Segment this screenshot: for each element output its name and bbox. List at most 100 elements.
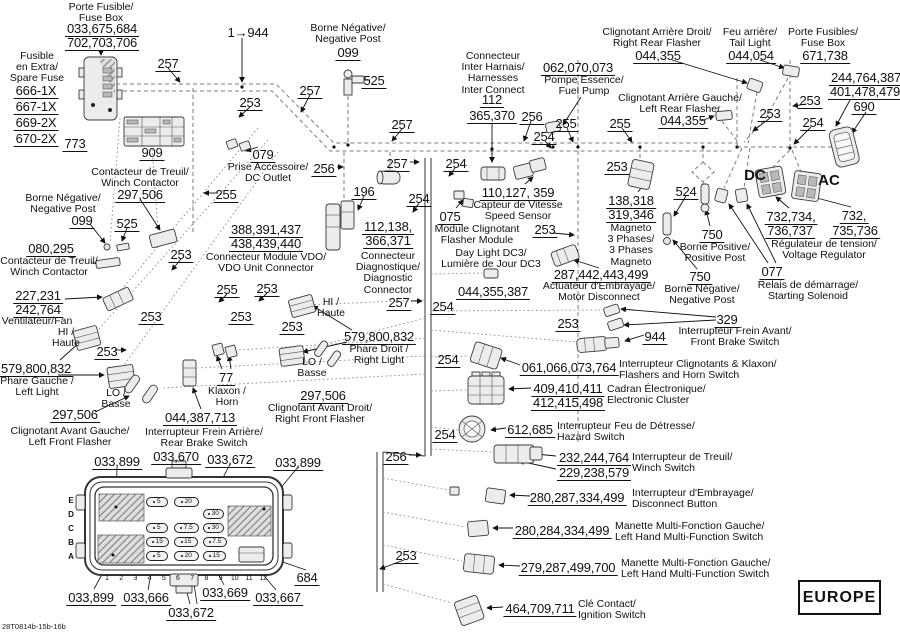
part-number-label: 736,737 [765, 223, 815, 239]
part-number-label: 77 [216, 370, 236, 386]
part-number-label: 297,506 [50, 407, 100, 423]
part-number-label: 253 [228, 309, 254, 325]
part-number-label: 253 [279, 319, 305, 335]
dc-outlet-label: Prise Accessoire/DC Outlet [227, 161, 309, 185]
part-number-label: 255 [607, 116, 633, 132]
multi-function-connector-glyph [462, 553, 496, 575]
part-number-label: 412,415,498 [530, 395, 606, 411]
part-number-label: 255 [553, 116, 579, 132]
fan-label: Ventilateur/Fan [1, 315, 73, 327]
part-number-label: 033,675,684 [64, 21, 140, 37]
part-number-label: 750 [687, 269, 713, 285]
hi-beam-connector-glyph [288, 294, 316, 318]
fuse-15A: 15 [146, 537, 169, 547]
fuse-box-label: Porte Fusible/Fuse Box [68, 1, 134, 25]
fuse-30A: 30 [203, 509, 224, 519]
part-number-label: 112,138, [361, 219, 415, 235]
left-rear-flasher-label: Clignotant Arrière Gauche/Left Rear Flas… [618, 92, 742, 116]
negative-post-glyph [103, 242, 130, 252]
part-number-label: 227,231 [13, 288, 63, 304]
fuse-30A: 30 [203, 523, 224, 533]
part-number-label: 253 [254, 281, 280, 297]
fuse-col-7: 7 [190, 575, 195, 582]
vdo-connector-label: Connecteur Module VDO/VDO Unit Connector [205, 251, 327, 275]
part-number-label: 075 [437, 209, 463, 225]
part-number-label: 684 [294, 570, 320, 586]
part-number-label: 112 [479, 92, 505, 108]
part-number-label: 254 [406, 191, 432, 207]
negative-post-label: Borne Négative/Negative Post [664, 283, 740, 307]
part-number-label: 229,238,579 [556, 465, 632, 481]
part-number-label: 702,703,706 [64, 35, 140, 51]
multi-function-connector-glyph [467, 519, 489, 538]
winch-contactor-glyph [148, 228, 178, 249]
part-number-label: 033,672 [205, 452, 255, 468]
speed-sensor-glyph [512, 157, 547, 180]
flashers-horn-switch-label: Interrupteur Clignotants & Klaxon/Flashe… [619, 358, 777, 382]
part-number-label: 033,666 [121, 590, 171, 606]
fuse-7.5A: 7.5 [203, 537, 227, 547]
part-number-label: 099 [335, 45, 361, 61]
hi-beam-label: HI /Haute [316, 296, 346, 320]
tail-light-glyph [782, 64, 800, 78]
winch-switch-label: Interrupteur de Treuil/Winch Switch [632, 451, 733, 475]
part-number-label: 254 [430, 299, 456, 315]
part-number-label: 257 [389, 117, 415, 133]
part-number-label: 253 [532, 222, 558, 238]
tail-light-label: Feu arrière/Tail Light [722, 26, 778, 50]
part-number-label: 033,899 [92, 454, 142, 470]
part-number-label: 409,410,411 [531, 381, 605, 397]
part-number-label: 253 [797, 93, 823, 109]
part-number-label: 257 [155, 56, 181, 72]
fuse-box-glyph [78, 56, 123, 121]
part-number-label: 773 [62, 136, 88, 152]
part-number-label: 257 [297, 83, 323, 99]
motor-disconnect-label: Actuateur d'Embrayage/Motor Disconnect [542, 280, 656, 304]
wire-terminal-glyph [314, 340, 329, 357]
dc-regulator-tag: DC [744, 167, 766, 184]
horn-plug-glyph [211, 342, 225, 357]
dc-outlet-plug-glyph [238, 140, 252, 152]
hi-beam-label: HI /Haute [51, 326, 81, 350]
fuse-15A: 15 [203, 551, 226, 561]
horn-label: Klaxon /Horn [208, 385, 246, 409]
winch-contactor-label: Contacteur de Treuil/Winch Contactor [91, 166, 189, 190]
hazard-switch-label: Interrupteur Feu de Détresse/Hazard Swit… [557, 420, 695, 444]
day-light-label: Day Light DC3/Lumière de Jour DC3 [441, 247, 541, 271]
right-front-flasher-label: Clignotant Avant Droit/Right Front Flash… [267, 402, 373, 426]
fuse-box-690-glyph [828, 126, 860, 168]
part-number-label: 279,287,499,700 [518, 560, 618, 576]
fuse-row-A: A [68, 552, 74, 561]
fuse-col-4: 4 [147, 575, 152, 582]
part-number-label: 525 [114, 216, 140, 232]
flasher-module-plug-glyph [453, 190, 465, 200]
part-number-label: 196 [351, 184, 377, 200]
part-number-label: 319,346 [606, 207, 656, 223]
relay-block-909-glyph [123, 116, 185, 147]
part-number-label: 329 [714, 312, 740, 328]
part-number-label: 524 [673, 184, 699, 200]
part-number-label: 253 [393, 548, 419, 564]
post-terminal-glyph [351, 75, 365, 84]
rear-brake-switch-label: Interrupteur Frein Arrière/Rear Brake Sw… [145, 426, 263, 450]
part-number-label: 666-1X [13, 83, 59, 99]
part-number-label: 365,370 [467, 108, 517, 124]
part-number-label: 033,672 [166, 605, 216, 621]
wire-terminal-glyph [142, 384, 158, 404]
lo-beam-label: LO /Basse [101, 387, 131, 411]
multi-function-switch-label: Manette Multi-Fonction Gauche/Left Hand … [615, 520, 765, 544]
negative-post-glyph [343, 69, 353, 96]
part-number-label: 366,371 [363, 233, 413, 249]
part-number-label: 044,355 [658, 113, 708, 129]
fuse-20A: 20 [174, 551, 199, 561]
part-number-label: 079 [250, 147, 276, 163]
part-number-label: 253 [757, 106, 783, 122]
region-badge: EUROPE [798, 580, 881, 615]
fuse-col-9: 9 [218, 575, 223, 582]
winch-contactor2-glyph [95, 257, 121, 269]
wire-terminal-glyph [124, 374, 140, 394]
